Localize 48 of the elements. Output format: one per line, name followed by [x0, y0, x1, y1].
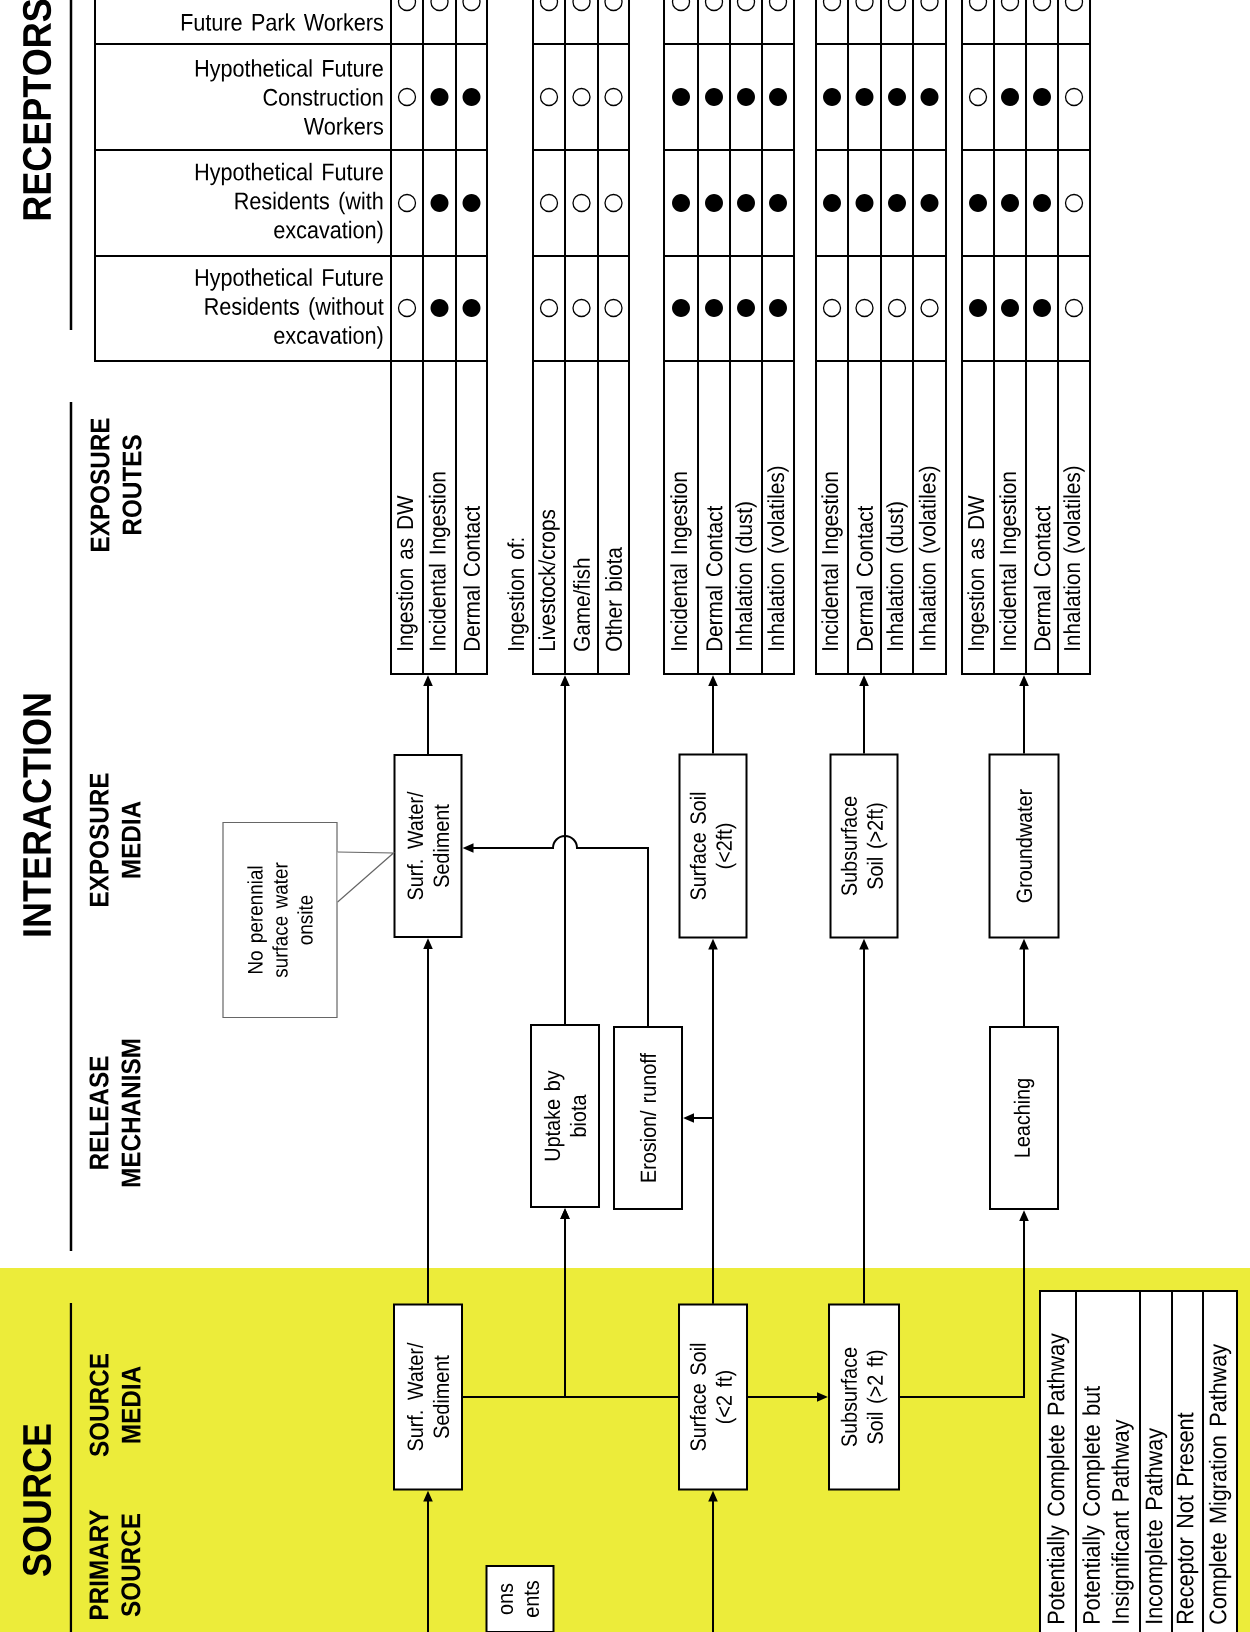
- legend-entry: Receptor Not Present: [1176, 1412, 1199, 1624]
- route-label: Dermal Contact: [856, 505, 873, 651]
- route-label: Inhalation (volatiles): [918, 466, 941, 650]
- section-title: RECEPTORS: [22, 0, 52, 220]
- route-label: Ingestion as DW: [967, 495, 989, 650]
- media-box: Groundwater: [988, 753, 1060, 939]
- column-header: EXPOSURE ROUTES: [90, 418, 142, 551]
- legend-entry: Incomplete Pathway: [1144, 1428, 1168, 1623]
- route-label: Dermal Contact: [1033, 505, 1051, 651]
- mechanism-box: Erosion/ runoff: [613, 1026, 683, 1210]
- route-label: Game/fish: [573, 558, 590, 651]
- route-label: Livestock/crops: [538, 509, 560, 651]
- route-label: Incidental Ingestion: [821, 472, 843, 650]
- section-title: INTERACTION: [22, 694, 52, 936]
- route-heading: Ingestion of:: [507, 538, 529, 650]
- route-label: Inhalation (volatiles): [1063, 466, 1085, 650]
- media-box: Surf. Water/ Sediment: [393, 1303, 463, 1491]
- media-box: Subsurface Soil (>2 ft): [828, 1303, 900, 1491]
- route-label: Incidental Ingestion: [999, 472, 1021, 650]
- route-label: Ingestion as DW: [396, 495, 418, 650]
- mechanism-box: Uptake by biota: [530, 1024, 600, 1208]
- route-label: Other biota: [605, 547, 622, 651]
- media-box: Surface Soil (<2 ft): [678, 1303, 748, 1491]
- legend-entry: Potentially Complete but Insignificant Pathway: [1082, 1386, 1134, 1624]
- callout-box: No perennial surface water onsite: [222, 821, 338, 1019]
- route-label: Inhalation (dust): [886, 502, 908, 650]
- receptor-cell: Hypothetical Future Construction Workers: [94, 43, 392, 151]
- receptor-cell: Hypothetical Future Residents (without excavation): [94, 255, 392, 362]
- route-label: Incidental Ingestion: [428, 472, 451, 650]
- column-header: PRIMARY SOURCE: [89, 1509, 141, 1619]
- column-header: SOURCE MEDIA: [89, 1354, 141, 1457]
- route-label: Dermal Contact: [705, 505, 723, 651]
- route-label: Inhalation (dust): [735, 502, 757, 650]
- route-label: Incidental Ingestion: [670, 472, 692, 650]
- receptor-cell: Hypothetical Future Residents (with excavation): [94, 149, 392, 257]
- callout-pointer: [337, 851, 396, 903]
- mechanism-box: Leaching: [989, 1026, 1059, 1210]
- source-box: ons ents: [485, 1565, 555, 1632]
- media-box: Surface Soil (<2ft): [678, 753, 748, 939]
- route-label: Dermal Contact: [463, 505, 480, 651]
- receptor-cell: Future Park Workers: [94, 0, 392, 45]
- route-label: Inhalation (volatiles): [767, 466, 789, 650]
- section-title: SOURCE: [22, 1424, 52, 1576]
- legend-entry: Potentially Complete Pathway: [1046, 1333, 1070, 1624]
- column-header: RELEASE MECHANISM: [89, 1039, 141, 1187]
- column-header: EXPOSURE MEDIA: [89, 773, 141, 906]
- legend-entry: Complete Migration Pathway: [1208, 1344, 1232, 1624]
- media-box: Subsurface Soil (>2ft): [829, 753, 899, 939]
